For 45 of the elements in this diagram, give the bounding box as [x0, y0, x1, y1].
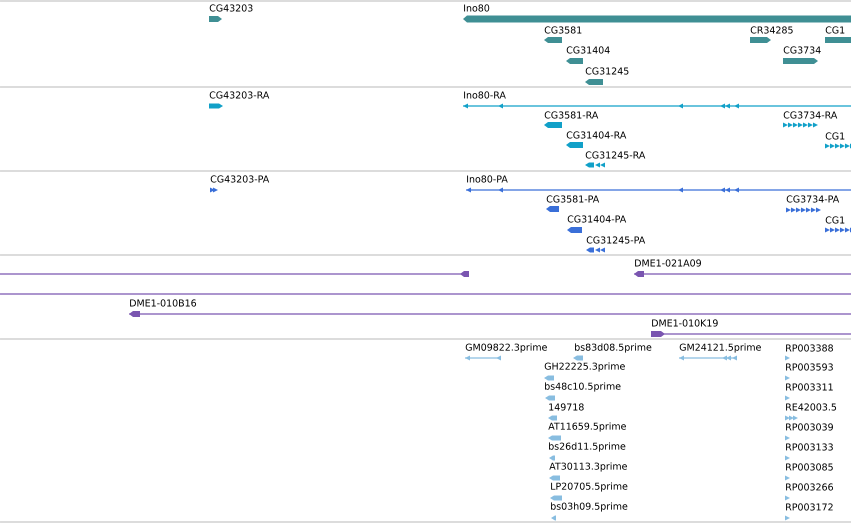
feature-label: CG3734-RA: [784, 111, 838, 119]
feature-label: RP003388: [786, 344, 833, 352]
feature-label: CG43203: [210, 4, 252, 12]
feature-label: RP003133: [786, 443, 833, 451]
feature-label: CG31404-PA: [568, 215, 626, 223]
feature-label: CG3581-RA: [544, 111, 598, 119]
feature-label: DME1-010K19: [652, 319, 718, 327]
feature-label: LP20705.5prime: [551, 482, 628, 492]
feature-label: CR34285: [750, 26, 793, 34]
feature-label: RP003266: [786, 483, 833, 491]
feature-label: CG43203-PA: [210, 175, 270, 183]
feature-label: CG3581-PA: [546, 195, 600, 203]
feature-label: CG1: [826, 132, 844, 140]
feature-label: GM09822.3prime: [466, 343, 547, 353]
feature-label: bs03h09.5prime: [551, 502, 628, 512]
feature-label: RP003085: [786, 463, 833, 471]
feature-label: Ino80-PA: [467, 175, 508, 183]
feature-label: Ino80-RA: [464, 91, 506, 99]
feature-label: CG1: [826, 26, 844, 34]
feature-label: DME1-010B16: [130, 299, 196, 307]
feature-label: CG3734: [784, 46, 821, 54]
feature-label: bs48c10.5prime: [545, 382, 621, 392]
feature-label: CG1: [826, 216, 844, 224]
feature-label: CG31245-PA: [586, 236, 646, 244]
feature-label: Ino80: [464, 4, 490, 12]
feature-label: RP003311: [786, 383, 833, 391]
feature-label: AT30113.3prime: [549, 462, 627, 472]
feature-label: GM24121.5prime: [680, 343, 761, 353]
feature-label: AT11659.5prime: [548, 422, 626, 432]
feature-label: GH22225.3prime: [544, 362, 625, 372]
feature-label: RP003593: [786, 363, 833, 371]
feature-label: 149718: [549, 403, 584, 411]
feature-label: RP003039: [786, 423, 833, 431]
feature-label: CG3734-PA: [786, 195, 840, 203]
feature-label: bs26d11.5prime: [549, 442, 626, 452]
feature-label: RE42003.5: [786, 403, 836, 411]
feature-label: bs83d08.5prime: [575, 343, 652, 353]
feature-label: CG31404-RA: [566, 131, 626, 139]
feature-label: CG31245-RA: [586, 151, 646, 159]
feature-label: CG3581: [544, 26, 582, 34]
feature-label: RP003172: [786, 503, 833, 511]
feature-label: CG31245: [586, 67, 628, 75]
feature-label: CG31404: [566, 46, 610, 54]
feature-label: DME1-021A09: [635, 259, 701, 267]
feature-label: CG43203-RA: [210, 91, 270, 99]
